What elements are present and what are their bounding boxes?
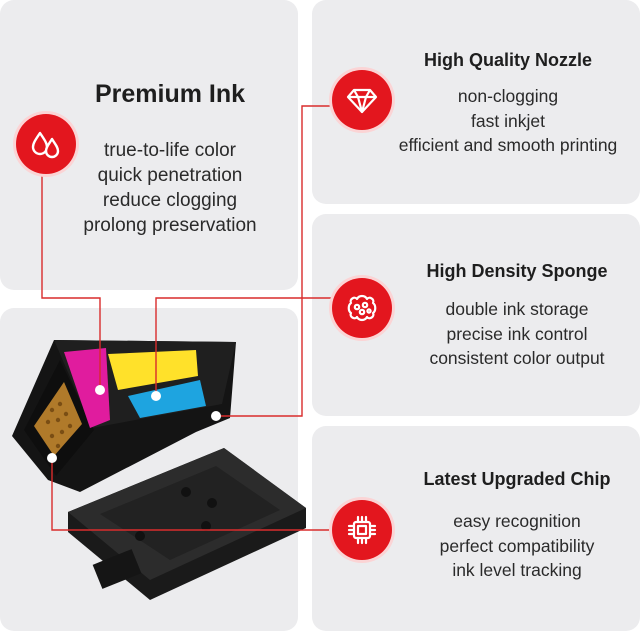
feature-line: precise ink control [446, 323, 588, 344]
chip-icon [332, 500, 392, 560]
feature-line: easy recognition [453, 511, 581, 531]
cyan-chamber [128, 380, 206, 418]
ink-drops-icon [16, 114, 76, 174]
chip-features: easy recognition perfect compatibility i… [394, 509, 640, 583]
feature-line: reduce clogging [102, 190, 238, 211]
sponge-title: High Density Sponge [426, 261, 608, 281]
feature-line: efficient and smooth printing [398, 135, 618, 155]
yellow-chamber [108, 350, 198, 390]
connector-lines [41, 105, 346, 531]
feature-line: quick penetration [97, 165, 243, 186]
sponge-features: double ink storage precise ink control c… [394, 297, 640, 371]
magenta-chamber [64, 348, 110, 428]
feature-line: double ink storage [445, 299, 589, 319]
premium-ink-features: true-to-life color quick penetration red… [60, 138, 280, 238]
premium-ink-title: Premium Ink [94, 80, 246, 108]
cartridge-cap [68, 448, 306, 600]
nozzle-features: non-clogging fast inkjet efficient and s… [380, 84, 636, 158]
feature-line: true-to-life color [104, 140, 236, 161]
feature-line: fast inkjet [471, 110, 545, 131]
connector-dots [47, 385, 221, 463]
sponge-icon [332, 278, 392, 338]
feature-line: ink level tracking [452, 560, 582, 580]
nozzle-title: High Quality Nozzle [423, 50, 592, 70]
chip-title: Latest Upgraded Chip [423, 469, 611, 489]
feature-line: consistent color output [429, 348, 605, 368]
diamond-icon [332, 70, 392, 130]
feature-line: non-clogging [457, 86, 559, 106]
feature-line: perfect compatibility [439, 535, 595, 556]
feature-line: prolong preservation [83, 215, 257, 236]
